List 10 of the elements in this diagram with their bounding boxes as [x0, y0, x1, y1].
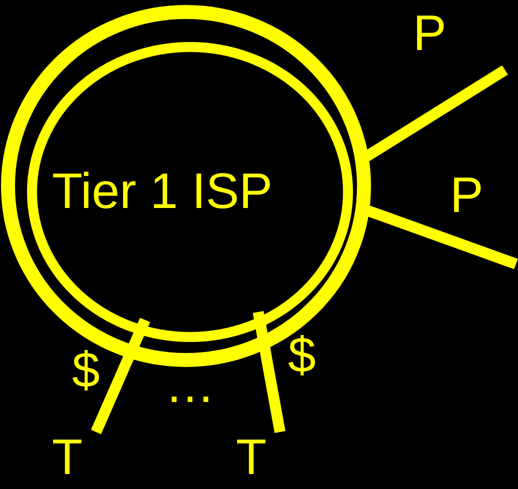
line [252, 310, 286, 433]
edge-label: $ [288, 330, 316, 380]
ellipsis-label: … [165, 360, 215, 410]
node-label: T [52, 432, 83, 482]
edge-label: P [450, 170, 484, 220]
line [90, 318, 150, 434]
node-title: Tier 1 ISP [52, 166, 272, 216]
node-label: T [236, 432, 267, 482]
edge-label: P [413, 8, 446, 58]
edge-label: $ [72, 345, 100, 395]
